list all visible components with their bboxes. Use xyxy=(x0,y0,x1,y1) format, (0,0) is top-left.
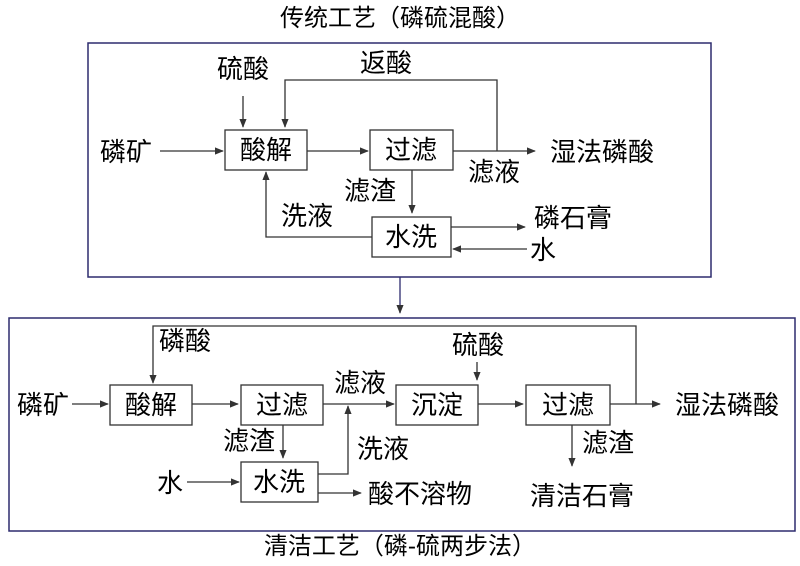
label-filter-residue: 滤渣 xyxy=(344,177,396,207)
label-clean-gypsum: 清洁石膏 xyxy=(530,482,634,512)
label-phosphate-rock: 磷矿 xyxy=(100,138,152,168)
node-wash-2-label: 水洗 xyxy=(253,468,305,498)
clean-frame xyxy=(8,317,796,532)
label-wet-phosphoric-acid-2: 湿法磷酸 xyxy=(675,391,779,421)
node-leach-label: 酸解 xyxy=(240,136,292,166)
label-return-acid: 返酸 xyxy=(360,49,412,79)
node-filter1: 过滤 xyxy=(240,384,324,426)
label-wash-liquor-2: 洗液 xyxy=(357,435,409,465)
label-water-2: 水 xyxy=(157,469,183,499)
label-acid-insolubles: 酸不溶物 xyxy=(368,480,472,510)
label-sulfuric-acid-2: 硫酸 xyxy=(452,331,504,361)
node-wash-label: 水洗 xyxy=(385,223,437,253)
label-phosphate-rock-2: 磷矿 xyxy=(17,391,69,421)
edge-phosphoric-acid-recycle xyxy=(149,325,637,404)
label-filtrate-2: 滤液 xyxy=(334,369,386,399)
label-filtrate: 滤液 xyxy=(468,158,520,188)
node-leach-2-label: 酸解 xyxy=(125,391,177,421)
node-wash: 水洗 xyxy=(371,216,452,258)
node-filter2-label: 过滤 xyxy=(542,391,594,421)
edge-wash-liquor-to-leach xyxy=(262,171,372,238)
node-filter2: 过滤 xyxy=(525,384,611,426)
label-wet-phosphoric-acid: 湿法磷酸 xyxy=(550,138,654,168)
node-leach-2: 酸解 xyxy=(109,384,193,426)
node-filter: 过滤 xyxy=(369,129,454,171)
label-wash-liquor: 洗液 xyxy=(281,202,333,232)
edge-wash-liquor-up xyxy=(318,405,352,475)
label-filter-residue-2: 滤渣 xyxy=(582,429,634,459)
node-wash-2: 水洗 xyxy=(240,461,319,503)
label-phosphogypsum: 磷石膏 xyxy=(534,204,612,234)
label-sulfuric-acid: 硫酸 xyxy=(217,55,269,85)
edge-return-acid xyxy=(281,79,498,151)
node-precipitate: 沉淀 xyxy=(395,384,479,426)
label-phosphoric-acid: 磷酸 xyxy=(159,327,211,357)
node-filter-label: 过滤 xyxy=(385,136,437,166)
label-filter-residue-1: 滤渣 xyxy=(223,427,275,457)
node-filter1-label: 过滤 xyxy=(256,391,308,421)
node-leach: 酸解 xyxy=(224,129,308,171)
clean-title: 清洁工艺（磷-硫两步法） xyxy=(264,532,536,560)
label-water: 水 xyxy=(530,236,556,266)
traditional-title: 传统工艺（磷硫混酸） xyxy=(280,4,520,32)
node-precipitate-label: 沉淀 xyxy=(411,391,463,421)
